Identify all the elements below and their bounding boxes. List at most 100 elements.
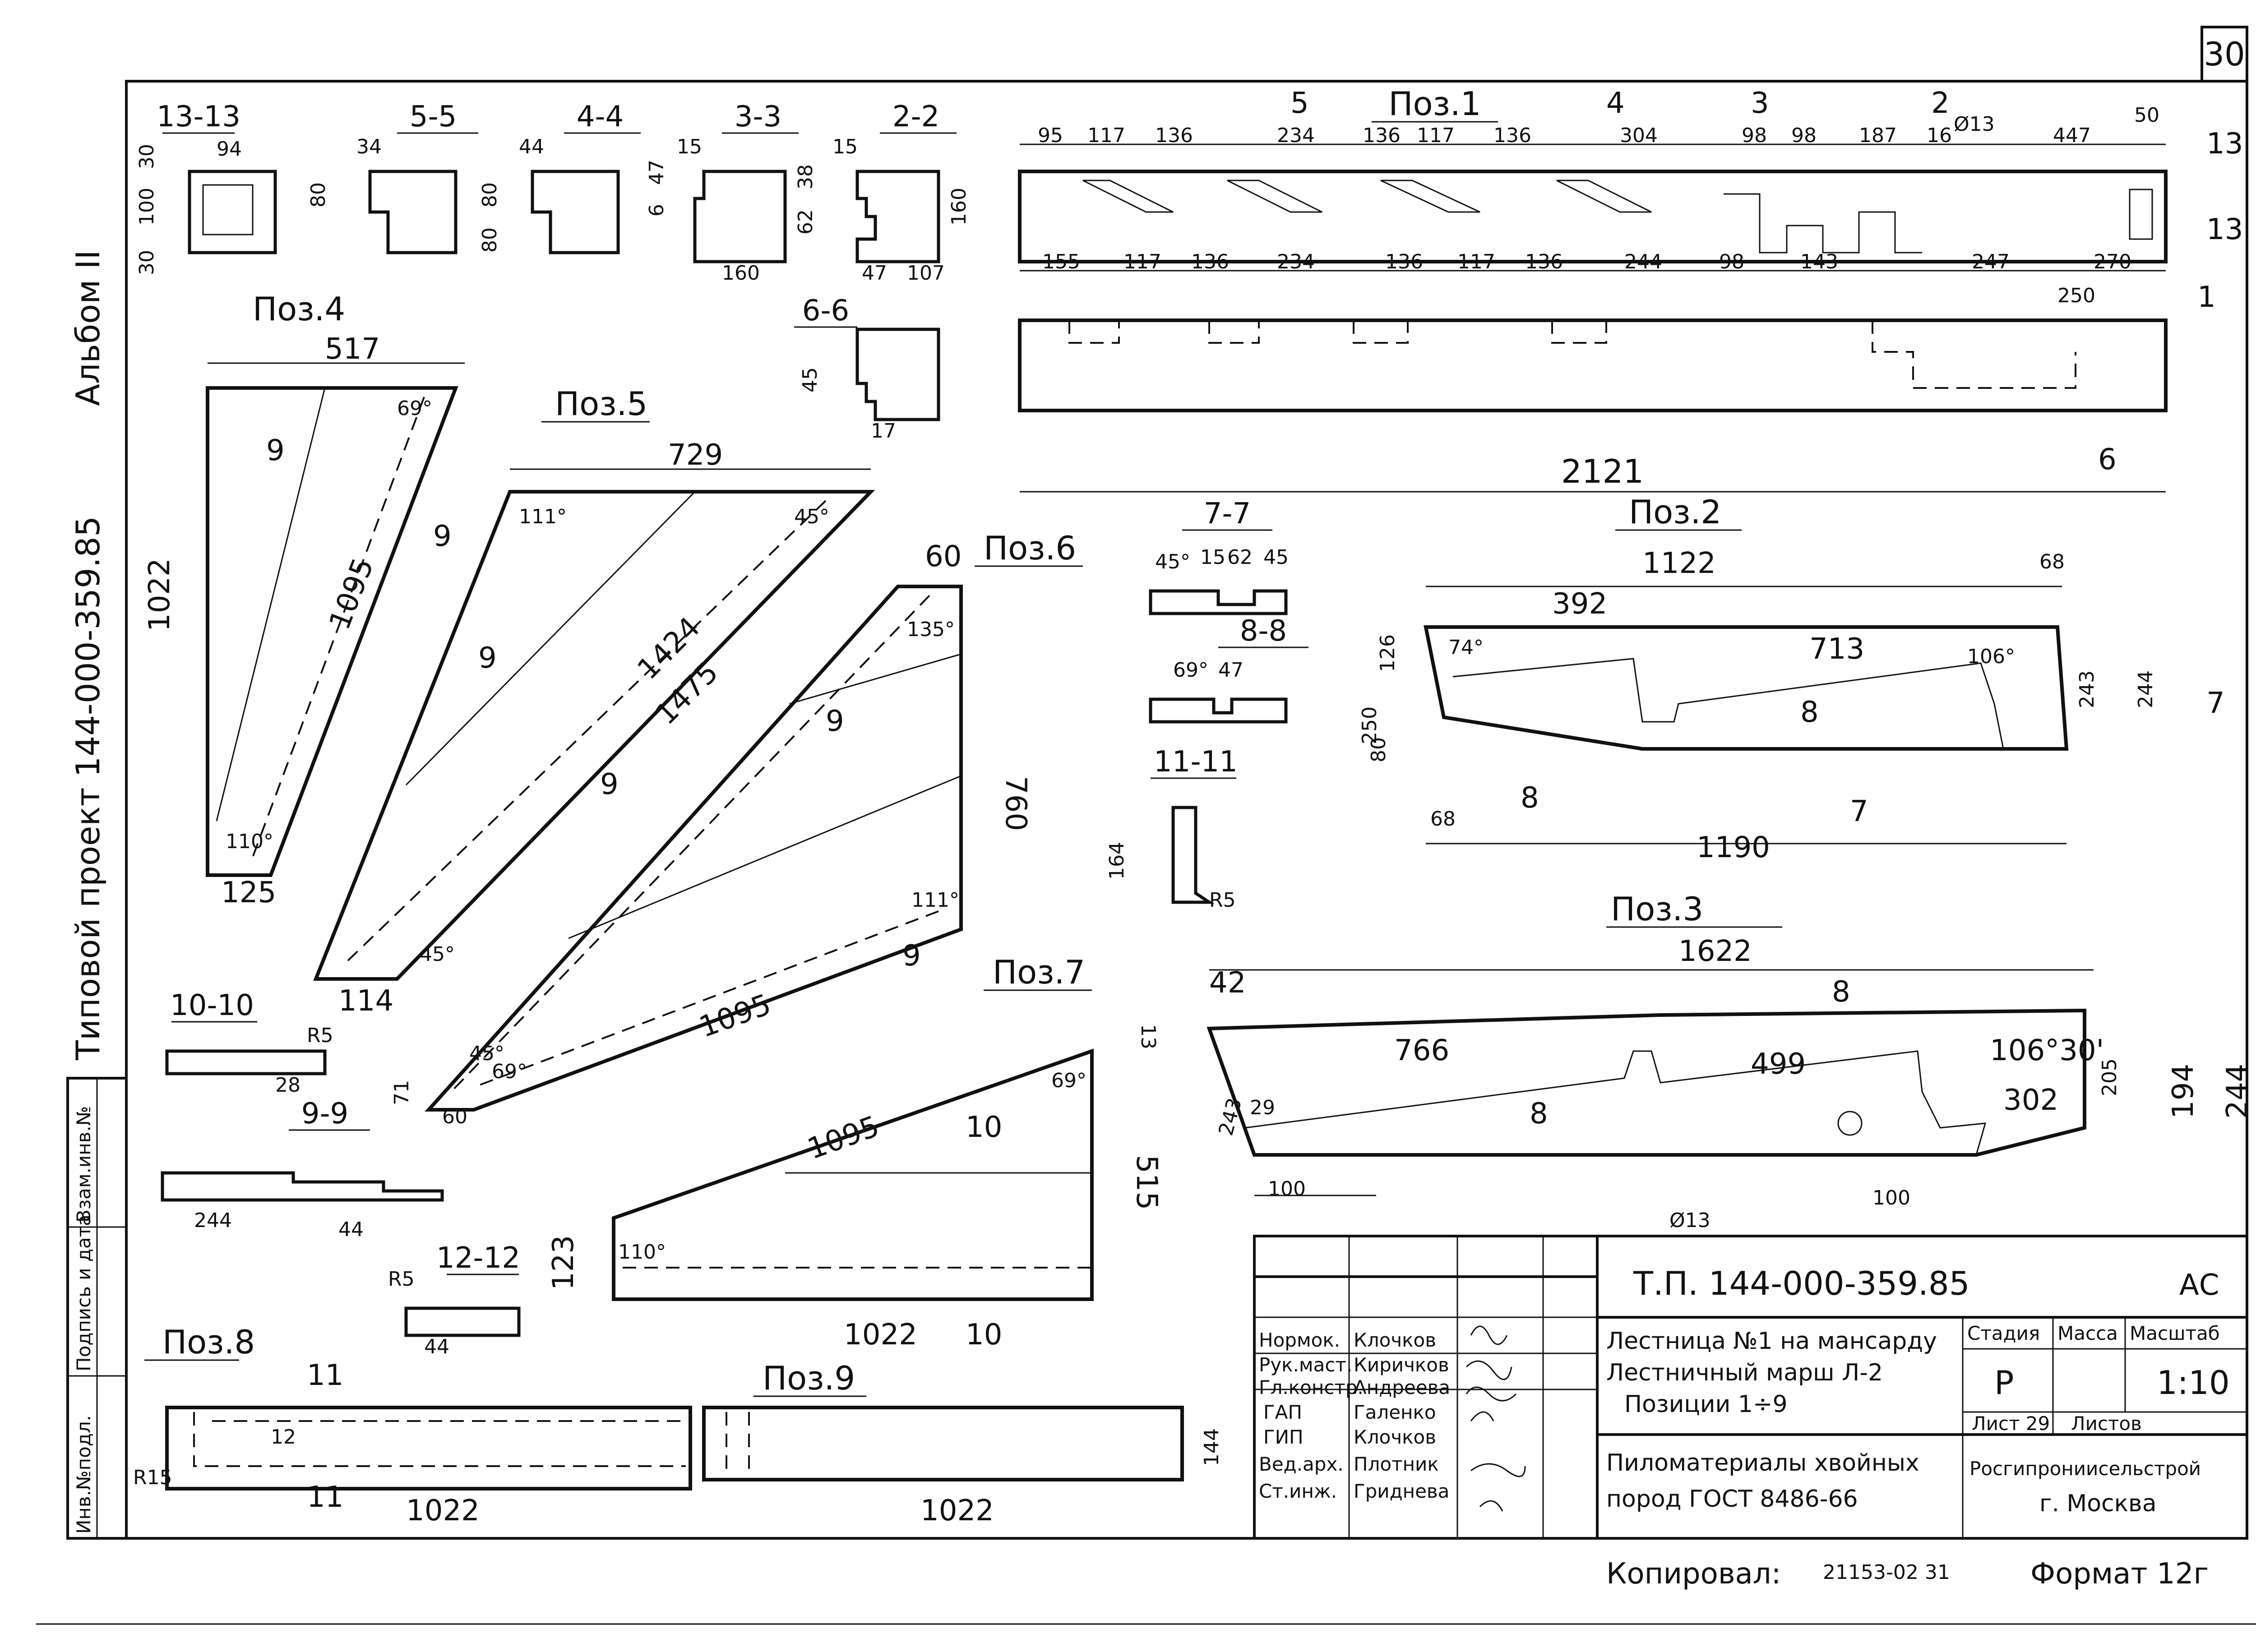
part-label: Поз.7 [993,953,1085,991]
dim-text: R15 [133,1466,172,1489]
dim-text: 1022 [920,1494,994,1527]
cut-mark: 13 [2206,213,2243,246]
part-label: Поз.1 [1388,85,1481,123]
sheet-label: Лист 29 [1972,1412,2050,1435]
dim-text: 136 [1155,124,1193,147]
dim-text: 447 [2053,124,2091,147]
title-line-2: Лестничный марш Л-2 [1606,1359,1883,1386]
section-6-6: 6-6 45 17 [794,294,940,443]
dim-text: 34 [356,135,382,158]
cut-mark: 1 [2197,281,2216,314]
section-label: 13-13 [157,100,240,134]
cut-mark: 6 [2098,443,2117,476]
section-label: 3-3 [735,100,782,134]
dim-text: 302 [2003,1084,2058,1117]
section-label: 8-8 [1240,614,1287,648]
cut-mark: 9 [902,939,921,973]
dim-text: 114 [338,984,393,1018]
dim-text: 304 [1620,124,1658,147]
dim-text: 69° [397,397,432,420]
cut-mark: 9 [826,705,844,738]
section-13-13: 13-13 94 30 100 30 [135,100,277,275]
name-text: Гриднева [1354,1480,1449,1502]
dim-text: 117 [1457,250,1495,273]
dim-text: 111° [519,505,567,528]
dim-text: 13 [1137,1024,1160,1049]
part-poz5: Поз.5 729 111° 45° 1424 1475 114 45° 9 9… [313,385,875,1018]
dim-text: 69° [1173,659,1208,682]
title-line-1: Лестница №1 на мансарду [1606,1328,1937,1355]
dim-text: 68 [1430,808,1456,831]
dim-text: 98 [1719,250,1744,273]
dim-text: 50 [2134,104,2159,127]
dim-text: 2121 [1561,452,1644,490]
section-label: 10-10 [170,989,254,1022]
dim-text: 1622 [1678,935,1752,968]
people-table: Нормок. Клочков Рук.маст. Киричков Гл.ко… [1259,1329,1450,1502]
part-poz9: Поз.9 1022 144 [702,1359,1223,1527]
drawing-code: Т.П. 144-000-359.85 [1633,1264,1970,1302]
dim-text: 1022 [143,558,176,632]
dim-text: 69° [492,1060,527,1083]
section-label: 12-12 [436,1241,520,1275]
dim-text: 515 [1130,1155,1163,1210]
dim-text: 1122 [1642,547,1716,580]
dim-text: 392 [1552,587,1607,621]
copied-label: Копировал: [1606,1557,1781,1591]
material-line-1: Пиломатериалы хвойных [1606,1449,1919,1477]
title-block: Т.П. 144-000-359.85 АС Лестница №1 на ма… [1253,1235,2248,1540]
cut-mark: 8 [1800,696,1819,729]
dim-text: 68 [2039,550,2065,573]
dim-text: 125 [221,876,276,909]
dim-text: 74° [1448,636,1484,659]
dim-text: 44 [338,1218,364,1241]
dim-text: 95 [1038,124,1063,147]
cut-mark: 7 [2206,687,2225,720]
section-10-10: 10-10 R5 28 [165,989,333,1097]
dim-text: 144 [1200,1428,1223,1466]
dim-text: 42 [1209,966,1246,1000]
part-poz1: Поз.1 95 117 136 234 136 117 136 304 98 … [1018,85,2243,493]
dim-text: 15 [832,135,858,158]
dim-text: 123 [547,1235,580,1290]
stage-value: Р [1994,1364,2014,1402]
dim-text: 80 [307,182,330,208]
dim-text: 499 [1751,1047,1806,1081]
dim-text: 100 [1268,1177,1306,1200]
dim-text: 30 [135,144,158,169]
dim-text: 45° [794,505,829,528]
dim-text: 71 [390,1080,413,1105]
dim-text: 187 [1859,124,1897,147]
mass-header: Масса [2057,1322,2118,1344]
sheet-number-box [2201,26,2248,83]
dim-text: 94 [217,138,242,161]
dim-text: 117 [1417,124,1455,147]
part-poz4: Поз.4 517 1022 1095 69° 110° 125 9 [143,290,465,909]
dim-text: 100 [135,188,158,226]
dim-text: 244 [2134,670,2157,708]
cut-mark: 8 [1530,1097,1548,1131]
dim-text: 12 [271,1426,296,1449]
cut-mark: 10 [966,1111,1002,1144]
format-label: Формат 12г [2030,1557,2209,1591]
dim-text: 1190 [1697,831,1770,864]
dim-text: 244 [1624,250,1662,273]
dim-text: R5 [388,1268,415,1291]
dim-text: 160 [722,262,760,285]
dim-text: 62 [794,209,817,235]
dim-text: 135° [907,618,955,641]
dim-text: 243 [1214,1096,1246,1138]
part-label: Поз.3 [1611,890,1703,928]
section-3-3: 3-3 15 6 47 160 [645,100,799,285]
dim-text: 29 [1250,1096,1275,1119]
sheets-label: Листов [2071,1412,2142,1435]
footer: Копировал: 21153-02 31 Формат 12г [36,1557,2256,1625]
cut-mark: 9 [433,520,452,553]
dim-text: 6 [645,204,668,217]
dim-text: 69° [1051,1069,1086,1092]
dim-text: 80 [478,182,501,208]
dim-text: 234 [1277,124,1315,147]
dim-text: 117 [1123,250,1161,273]
dim-text: 111° [911,889,959,912]
